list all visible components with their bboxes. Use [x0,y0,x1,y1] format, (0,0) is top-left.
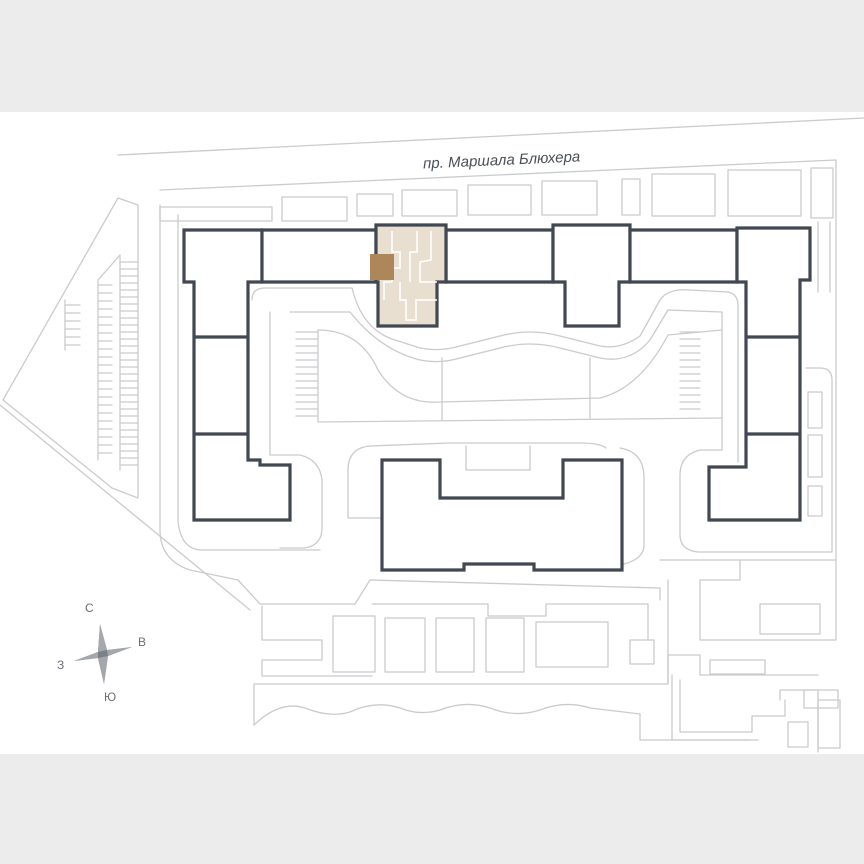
north-garages [159,167,834,222]
street-edges [117,117,864,191]
building-south [380,458,624,572]
site-area [0,112,864,754]
east-lot [807,391,823,517]
compass-east-label: В [138,635,146,649]
compass-star-icon [74,624,132,684]
building-north-wing [182,223,812,522]
selected-section[interactable] [370,223,448,328]
compass-west-label: З [57,658,64,672]
parking-wedge [0,197,251,611]
perimeter-road [159,159,837,605]
compass-south-label: Ю [104,690,116,704]
compass: С В Ю З [57,601,146,704]
compass-north-label: С [85,601,94,615]
selected-apartment[interactable] [370,254,394,280]
courtyard [251,287,833,566]
south-garages [253,559,841,753]
